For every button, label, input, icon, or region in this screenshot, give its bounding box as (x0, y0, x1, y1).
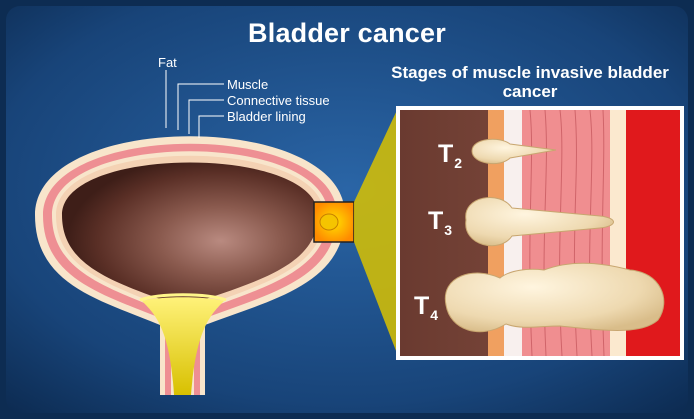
label-muscle: Muscle (227, 77, 268, 92)
stage-label-t2: T2 (438, 140, 462, 171)
page-title: Bladder cancer (0, 18, 694, 49)
label-bladder-lining: Bladder lining (227, 109, 306, 124)
stage-label-t3: T3 (428, 207, 452, 238)
zoom-panel-title: Stages of muscle invasive bladder cancer (380, 63, 680, 101)
stage-label-t4: T4 (414, 292, 438, 323)
tumor-highlight-box (314, 202, 354, 242)
label-connective-tissue: Connective tissue (227, 93, 330, 108)
tumor-t4 (445, 263, 664, 332)
label-fat: Fat (158, 55, 177, 70)
